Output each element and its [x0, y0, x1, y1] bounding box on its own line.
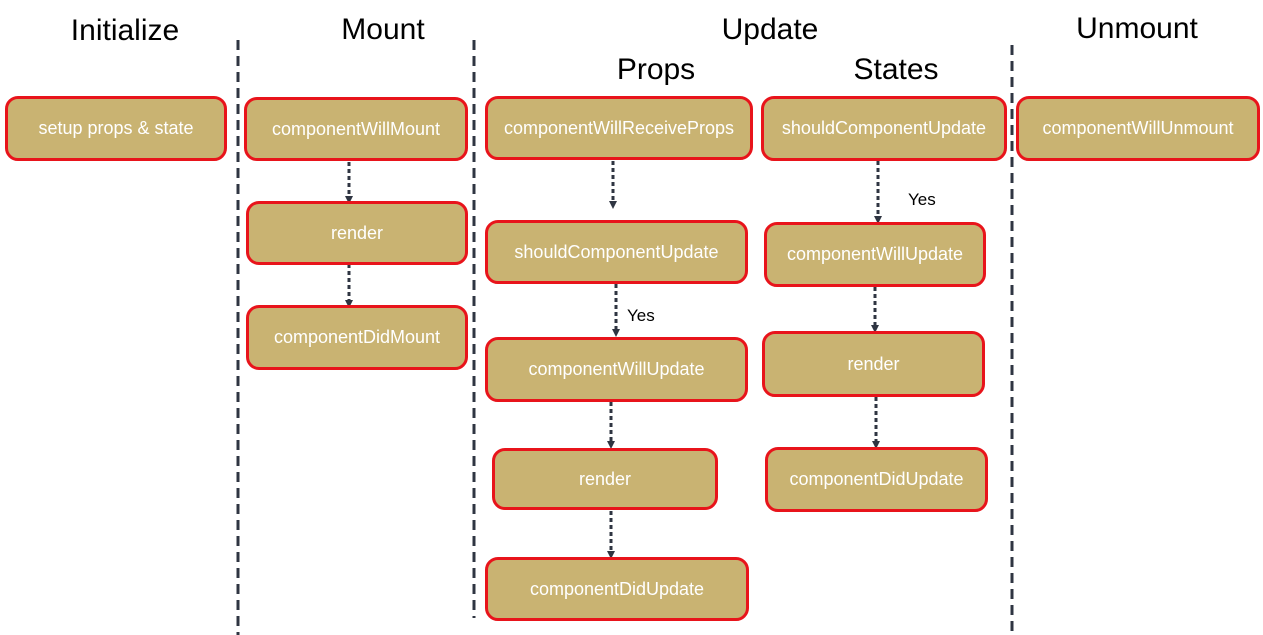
yes-label-props: Yes: [627, 306, 655, 325]
yes-label-states: Yes: [908, 190, 936, 209]
step-props-component-will-receive-props: componentWillReceiveProps: [485, 96, 753, 160]
header-update: Update: [721, 13, 819, 46]
separator-update-unmount: [1010, 45, 1014, 635]
step-mount-component-will-mount: componentWillMount: [244, 97, 468, 161]
header-unmount: Unmount: [1076, 12, 1198, 45]
step-props-component-will-update: componentWillUpdate: [485, 337, 748, 402]
step-states-should-component-update: shouldComponentUpdate: [761, 96, 1007, 161]
step-props-component-did-update: componentDidUpdate: [485, 557, 749, 621]
step-props-should-component-update: shouldComponentUpdate: [485, 220, 748, 284]
separator-mount-update: [472, 40, 476, 618]
step-states-component-will-update: componentWillUpdate: [764, 222, 986, 287]
step-props-render: render: [492, 448, 718, 510]
step-states-component-did-update: componentDidUpdate: [765, 447, 988, 512]
step-setup-props-state: setup props & state: [5, 96, 227, 161]
subheader-states: States: [853, 53, 939, 86]
header-initialize: Initialize: [70, 14, 180, 47]
step-component-will-unmount: componentWillUnmount: [1016, 96, 1260, 161]
subheader-props: Props: [616, 53, 696, 86]
step-mount-component-did-mount: componentDidMount: [246, 305, 468, 370]
step-states-render: render: [762, 331, 985, 397]
header-mount: Mount: [341, 13, 425, 46]
step-mount-render: render: [246, 201, 468, 265]
separator-initialize-mount: [236, 40, 240, 635]
